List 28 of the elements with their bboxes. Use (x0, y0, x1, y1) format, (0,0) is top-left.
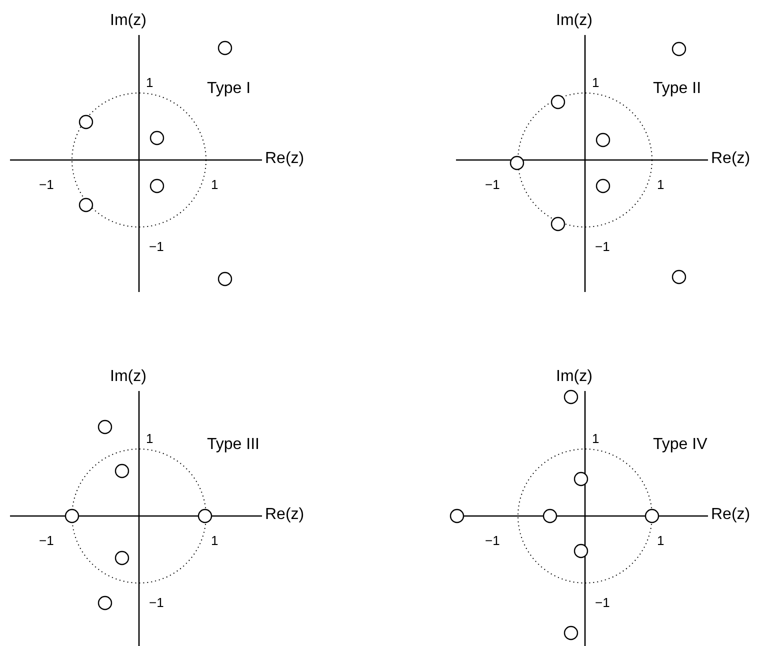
tick-label: 1 (211, 534, 218, 547)
axis-label: Im(z) (110, 13, 146, 29)
type-label: Type III (207, 437, 260, 453)
tick-label: −1 (485, 534, 500, 547)
axis-label: Re(z) (711, 151, 750, 167)
axis-label: Im(z) (556, 13, 592, 29)
axis-label: Im(z) (556, 369, 592, 385)
tick-label: 1 (592, 76, 600, 89)
type-label: Type II (653, 81, 702, 97)
tick-label: 1 (146, 76, 154, 89)
type-label: Type IV (653, 437, 708, 453)
tick-label: −1 (39, 534, 54, 547)
tick-label: 1 (146, 432, 154, 445)
tick-label: −1 (39, 178, 54, 191)
axis-label: Re(z) (265, 507, 304, 523)
tick-label: −1 (149, 240, 164, 253)
axis-label: Im(z) (110, 369, 146, 385)
type-label: Type I (207, 81, 251, 97)
tick-label: −1 (149, 596, 164, 609)
tick-label: 1 (592, 432, 600, 445)
tick-label: 1 (657, 534, 664, 547)
tick-label: −1 (595, 596, 610, 609)
tick-label: 1 (211, 178, 218, 191)
tick-label: 1 (657, 178, 664, 191)
axis-label: Re(z) (711, 507, 750, 523)
axis-label: Re(z) (265, 151, 304, 167)
tick-label: −1 (485, 178, 500, 191)
tick-label: −1 (595, 240, 610, 253)
